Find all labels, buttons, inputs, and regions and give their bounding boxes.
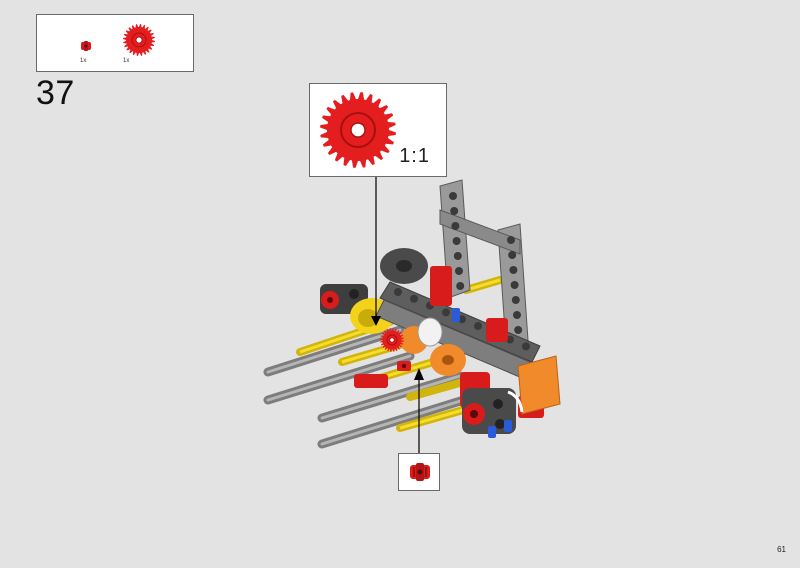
orange-gear-hole: [442, 355, 454, 365]
beam-hole: [442, 308, 450, 317]
scale-label: 1:1: [399, 145, 430, 167]
gear-axle-hole: [389, 337, 395, 343]
blue-pins: [452, 308, 512, 438]
orange-connector: [517, 355, 561, 415]
beam-hole: [410, 294, 418, 303]
white-band: [507, 390, 524, 413]
yellow-connector-hole: [358, 309, 378, 327]
beam-hole: [511, 296, 520, 304]
callout-box: 1:1: [309, 83, 447, 177]
red-gear-24-tooth-icon: [320, 92, 396, 168]
gear-hub-ring: [339, 111, 377, 149]
dark-disc-hole: [396, 260, 412, 272]
red-gear-24-tooth-icon: [123, 24, 155, 56]
callout-arrow-head: [371, 316, 381, 326]
right-hub: [462, 388, 516, 434]
gear-axle-hole: [350, 122, 366, 138]
beam-hole: [474, 322, 482, 330]
beam-hole: [449, 192, 457, 200]
beam-hole: [451, 222, 460, 230]
beam-hole: [514, 326, 523, 334]
beam-hole: [455, 267, 463, 275]
beam-hole: [456, 282, 465, 290]
gear-hub-ring: [131, 32, 147, 48]
parts-list-box: 1x 1x: [36, 14, 194, 72]
beam-hole: [510, 281, 519, 289]
gray-axles: [263, 325, 475, 449]
callout-arrow-head-small: [414, 368, 424, 380]
beam-hole: [513, 311, 521, 319]
beam-hole: [522, 342, 530, 351]
red-bushing-installed: [397, 361, 411, 371]
page-number: 61: [777, 545, 786, 554]
red-bushing-icon: [81, 41, 91, 51]
step-number: 37: [36, 74, 75, 112]
beam-hole: [508, 251, 517, 259]
gear-hub-ring: [386, 334, 398, 346]
callout-box-small: [398, 453, 440, 491]
gear-axle-hole: [135, 36, 143, 44]
red-gear-installed: [380, 328, 404, 352]
beam-hole: [507, 236, 515, 244]
beam-hole: [509, 266, 518, 274]
beam-hole: [450, 207, 459, 215]
beam-hole: [394, 288, 402, 296]
red-bushing-icon: [410, 463, 430, 481]
beam-hole: [453, 252, 462, 260]
beam-hole: [452, 237, 461, 245]
white-gear: [417, 317, 443, 347]
part-quantity: 1x: [80, 58, 87, 64]
part-quantity: 1x: [123, 58, 130, 64]
